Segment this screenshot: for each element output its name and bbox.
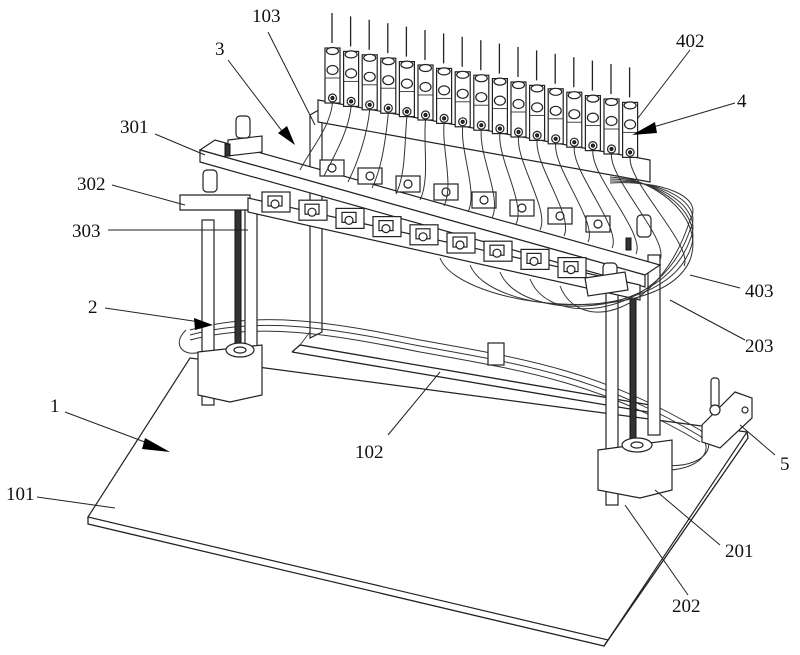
solenoid-valve <box>491 43 508 135</box>
valve-hose <box>499 133 519 225</box>
valve-hose <box>323 106 352 177</box>
nozzle-block <box>319 159 345 177</box>
solenoid-valve <box>473 40 490 131</box>
label-403: 403 <box>745 281 774 302</box>
valve-hose <box>419 119 427 201</box>
label-102: 102 <box>355 442 384 463</box>
label-203: 203 <box>745 336 774 357</box>
solenoid-valve <box>324 13 341 104</box>
nozzle-block <box>547 207 573 225</box>
label-301: 301 <box>120 117 149 138</box>
solenoid-valve <box>621 67 639 159</box>
valve-hose <box>536 140 567 237</box>
solenoid-valve <box>566 57 583 148</box>
label-103: 103 <box>252 6 281 27</box>
valve-hose <box>371 113 389 189</box>
valve-hose <box>573 147 614 249</box>
solenoid-valve <box>343 16 360 108</box>
nozzle-block <box>433 183 459 201</box>
solenoid-valve <box>454 36 471 128</box>
label-302: 302 <box>77 174 106 195</box>
nozzle-block <box>372 216 402 238</box>
solenoid-valve <box>398 26 415 118</box>
return-hose <box>469 176 694 306</box>
valve-hose <box>592 150 638 255</box>
valve-hose <box>347 109 371 183</box>
solenoid-valve <box>510 47 527 138</box>
nozzle-block <box>520 248 550 270</box>
solenoid-valve <box>584 60 602 152</box>
return-hose <box>439 174 694 305</box>
nozzle-block <box>335 207 365 229</box>
valve-hose <box>517 136 543 231</box>
nozzle-block <box>509 199 535 217</box>
valve-hoses <box>299 102 694 313</box>
nozzle-block <box>395 175 421 193</box>
nozzle-block <box>261 191 291 213</box>
return-hose <box>499 178 694 307</box>
valve-hose <box>480 130 495 219</box>
control-switch <box>701 377 753 449</box>
solenoid-valve-row <box>317 13 651 183</box>
label-201: 201 <box>725 541 754 562</box>
hose-clip <box>487 342 505 366</box>
nozzle-block <box>557 257 587 279</box>
label-5: 5 <box>780 454 790 475</box>
solenoid-valve <box>547 53 564 145</box>
label-3: 3 <box>215 39 225 60</box>
return-hose <box>559 182 694 313</box>
callouts: 103 3 301 302 303 2 1 101 102 402 4 403 … <box>6 6 790 617</box>
base-plate <box>87 357 749 647</box>
nozzle-block <box>357 167 383 185</box>
solenoid-valve <box>436 33 453 125</box>
nozzle-block <box>483 240 513 262</box>
valve-hose <box>462 126 472 213</box>
valve-hose <box>299 102 333 171</box>
nozzle-block <box>409 224 439 246</box>
label-303: 303 <box>72 221 101 242</box>
valve-hose <box>555 143 590 243</box>
nozzle-block <box>585 215 611 233</box>
nozzle-block <box>298 199 328 221</box>
label-1: 1 <box>50 396 60 417</box>
solenoid-valve <box>361 19 378 111</box>
solenoid-valve <box>528 50 546 142</box>
return-hose <box>529 180 694 310</box>
label-2: 2 <box>88 297 98 318</box>
valve-hose <box>629 157 686 267</box>
label-402: 402 <box>676 31 705 52</box>
solenoid-valve <box>417 30 434 121</box>
label-101: 101 <box>6 484 35 505</box>
solenoid-valve <box>380 23 397 114</box>
valve-hose <box>610 153 662 261</box>
valve-hose <box>443 123 449 207</box>
left-lift-column <box>197 204 263 406</box>
label-202: 202 <box>672 596 701 617</box>
solenoid-valve <box>603 64 620 155</box>
valve-hose <box>395 116 408 195</box>
nozzle-block <box>446 232 476 254</box>
nozzle-block <box>471 191 497 209</box>
label-4: 4 <box>737 91 747 112</box>
